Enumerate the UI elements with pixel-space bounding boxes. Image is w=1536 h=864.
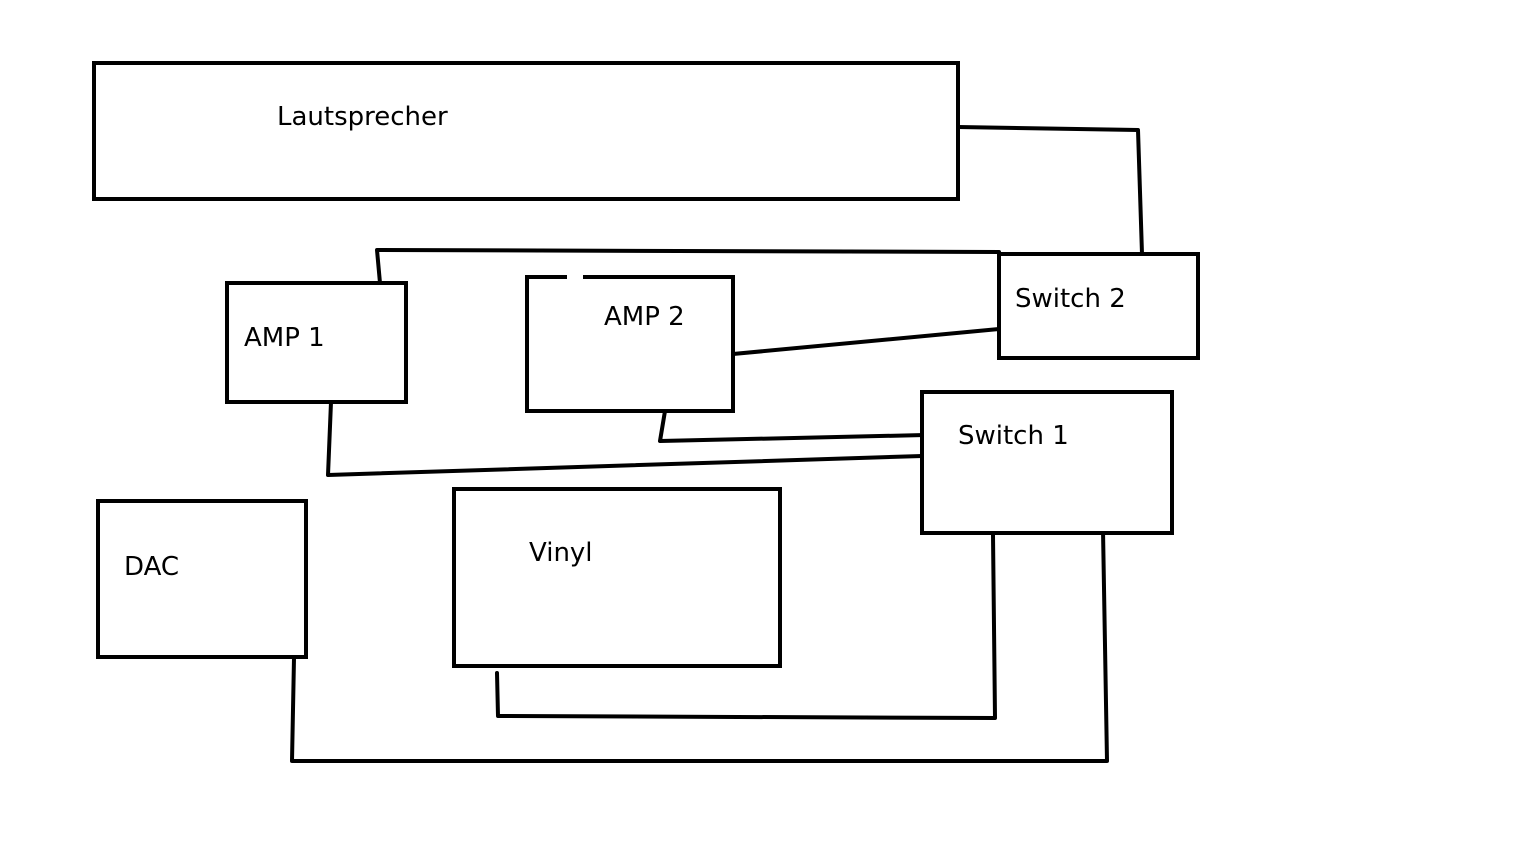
wire-amp2-switch2: [731, 327, 1001, 356]
wire-dac-switch1: [290, 528, 1109, 763]
switch2-box: [997, 252, 1200, 360]
amp2-node: AMP 2: [525, 274, 735, 413]
amp1-label: AMP 1: [244, 323, 325, 353]
amp2-label: AMP 2: [604, 302, 685, 332]
dac-node: DAC: [96, 499, 308, 659]
dac-label: DAC: [124, 552, 179, 582]
switch2-label: Switch 2: [1015, 284, 1126, 314]
amp2-box: [525, 275, 735, 413]
dac-box: [96, 499, 308, 659]
lautsprecher-node: Lautsprecher: [92, 61, 960, 201]
switch2-node: Switch 2: [997, 252, 1200, 360]
lautsprecher-label: Lautsprecher: [277, 102, 448, 132]
wire-vinyl-switch1: [495, 533, 997, 720]
amp1-node: AMP 1: [225, 281, 408, 404]
wire-lautsprecher-switch2: [956, 125, 1144, 256]
wire-amp2-switch1: [658, 409, 927, 443]
vinyl-box: [452, 487, 782, 668]
switch1-box: [920, 390, 1174, 535]
lautsprecher-box: [92, 61, 960, 201]
wire-switch2-amp1: [375, 248, 1001, 285]
amp1-box: [225, 281, 408, 404]
switch1-label: Switch 1: [958, 421, 1069, 451]
vinyl-node: Vinyl: [452, 487, 782, 668]
wire-amp1-switch1: [326, 400, 924, 477]
switch1-node: Switch 1: [920, 390, 1174, 535]
wires: [290, 125, 1144, 763]
vinyl-label: Vinyl: [529, 538, 593, 568]
